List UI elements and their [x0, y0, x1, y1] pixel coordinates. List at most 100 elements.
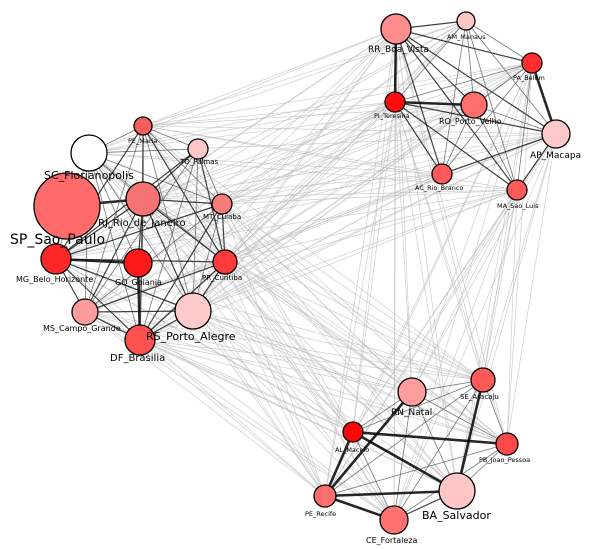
edge-inter-DF-PE [139, 339, 326, 497]
edge-strong-RN-PE [324, 391, 413, 497]
edge-inter-MT-AP [221, 133, 557, 205]
edge-inter-MT-BA [221, 203, 458, 492]
edge-inter-AP-BA [456, 133, 557, 492]
node-label-pi: PI_Teresina [374, 112, 410, 120]
node-mt [211, 193, 233, 215]
edge-intra-TO-RS [192, 148, 199, 312]
edge-inter-PR-CE [224, 261, 395, 521]
edge-inter-MT-MA [221, 189, 518, 205]
edge-inter-RR-PE [324, 28, 397, 497]
edge-inter-SC-PI [88, 101, 396, 154]
edge-inter-MS-MA [84, 189, 518, 313]
edge-inter-PM-AP [142, 125, 557, 135]
node-label-am: AM_Manaus [447, 33, 486, 41]
node-label-df: DF_Brasilia [110, 353, 165, 364]
edge-inter-MT-RR [221, 28, 397, 205]
edge-intra-RN-CE [393, 391, 413, 521]
node-label-rn: RN_Natal [391, 408, 432, 418]
edge-inter-MT-AM [221, 20, 467, 205]
edge-intra-AM-PA [465, 20, 533, 64]
node-ba [438, 472, 476, 510]
edge-inter-RS-BA [192, 310, 458, 492]
edge-intra-AL-CE [352, 431, 395, 521]
node-label-se: SE_Aracaju [460, 393, 499, 401]
edge-inter-DF-RN [139, 339, 413, 393]
edge-inter-PM-AL [142, 125, 354, 433]
node-label-ba: BA_Salvador [422, 509, 491, 522]
edge-inter-MA-CE [393, 189, 518, 521]
edge-intra-PI-MA [394, 101, 518, 191]
edge-inter-PM-BA [142, 125, 458, 492]
edge-intra-RJ-RS [142, 198, 194, 312]
edge-inter-MS-AC [84, 173, 443, 313]
edge-intra-SE-PE [324, 379, 484, 497]
edge-intra-RR-MA [395, 28, 518, 191]
node-ma [506, 179, 528, 201]
node-ro [460, 91, 488, 119]
edge-inter-RS-PB [192, 310, 508, 445]
edge-intra-MG-MT [55, 203, 223, 260]
node-label-ma: MA_Sao_Luis [497, 202, 539, 210]
edge-intra-PI-AC [394, 101, 443, 175]
edge-inter-PA-CE [393, 62, 533, 521]
node-label-pe: PE_Recife [305, 510, 336, 518]
edge-intra-PA-PI [394, 62, 533, 103]
edge-intra-PM-MS [84, 125, 144, 313]
node-pm [133, 116, 153, 136]
edge-intra-PA-AC [441, 62, 533, 175]
node-label-pa: PA_Belem [513, 74, 545, 82]
edge-inter-DF-CE [139, 339, 395, 521]
edge-strong-AL-BA [352, 430, 458, 493]
edge-inter-RJ-PB [142, 198, 508, 445]
edge-intra-MT-MS [84, 203, 223, 313]
edge-inter-RS-PI [192, 101, 396, 312]
edge-inter-PI-SE [394, 101, 484, 381]
node-pi [384, 91, 406, 113]
edge-inter-RS-AM [192, 20, 467, 312]
edge-inter-PM-PB [142, 125, 508, 445]
edge-intra-SC-DF [88, 152, 141, 341]
edge-intra-PR-MS [84, 261, 226, 313]
edge-inter-PI-CE [393, 101, 396, 521]
edge-inter-PI-RN [394, 101, 413, 393]
edge-intra-SC-MT [88, 152, 223, 205]
edge-inter-PA-PB [506, 62, 533, 445]
edge-inter-RJ-PE [142, 198, 326, 497]
node-ms [71, 298, 99, 326]
node-label-mt: MT_Cuiaba [203, 213, 241, 221]
edge-intra-RR-RO [395, 28, 475, 106]
edge-inter-RJ-CE [142, 198, 395, 521]
node-label-sc: SC_Florianopolis [44, 169, 134, 182]
edge-inter-PR-RN [224, 261, 413, 393]
edge-inter-PR-RO [224, 104, 475, 263]
node-sp [33, 172, 101, 240]
edge-intra-AM-MA [465, 20, 518, 191]
edge-inter-PI-PE [324, 101, 396, 497]
edge-inter-MT-PA [221, 62, 533, 205]
edge-inter-MT-CE [221, 203, 395, 521]
edge-inter-DF-BA [139, 339, 458, 492]
node-label-pr: PR_Curitiba [202, 274, 242, 282]
edge-inter-MA-PE [324, 189, 518, 497]
node-rj [125, 181, 161, 217]
edge-inter-PM-RO [142, 104, 475, 127]
node-rs [174, 292, 212, 330]
edge-intra-AM-AP [465, 20, 557, 135]
edge-inter-AP-CE [393, 133, 557, 521]
node-label-go: GO_Goiania [115, 278, 162, 287]
edge-inter-MA-SE [482, 189, 518, 381]
edge-intra-RR-AC [395, 28, 443, 175]
edge-intra-AP-AC [441, 133, 557, 175]
edge-inter-AP-SE [482, 133, 557, 381]
node-label-pm: PE_Maria [128, 137, 157, 145]
node-label-ce: CE_Fortaleza [366, 536, 418, 545]
edge-inter-MG-MA [55, 189, 518, 260]
edge-inter-RS-PE [192, 310, 326, 497]
node-label-sp: SP_Sao_Paulo [10, 232, 105, 248]
edge-intra-TO-DF [139, 148, 199, 341]
node-sc [70, 134, 108, 172]
edge-inter-PI-BA [394, 101, 458, 492]
edge-inter-SC-AM [88, 20, 467, 154]
edge-inter-AP-RN [411, 133, 557, 393]
